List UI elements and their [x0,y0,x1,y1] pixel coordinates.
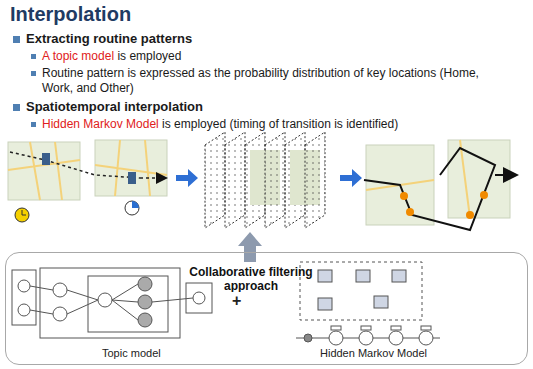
bullet-square [31,71,36,76]
bullet-line: Extracting routine patterns [26,31,192,46]
bullet-text: Routine pattern is expressed as the prob… [42,66,479,95]
diagram-caption: Hidden Markov Model [318,347,429,359]
flow-arrow [176,169,198,187]
hmm-diagram [296,262,440,345]
grid-stack [205,132,325,228]
up-arrow [238,232,262,262]
slide-title: Interpolation [10,3,131,26]
bullet-text: Hidden Markov Model [42,117,159,131]
bullet-square [31,54,36,59]
diagram-caption: + [230,292,243,310]
bullet-line: Hidden Markov Model is employed (timing … [42,117,398,131]
map [8,140,167,222]
trajectory-map [364,140,515,230]
bullet-square [31,122,36,127]
bullet-text: is employed [117,49,181,63]
bullet-line: Spatiotemporal interpolation [26,99,203,114]
flow-arrow [340,169,362,187]
bullet-text: is employed (timing of transition is ide… [162,117,398,131]
topic-model-diagram [12,268,212,338]
panel-heading: Collaborative filtering approach [176,265,326,294]
diagram-caption: Topic model [100,347,163,359]
bullet-text: Extracting routine patterns [26,31,192,46]
bullet-text: Spatiotemporal interpolation [26,99,203,114]
bullet-text: A topic model [42,49,114,63]
bullet-line: A topic model is employed [42,49,181,63]
bullet-line: Routine pattern is expressed as the prob… [42,66,512,96]
panel-box: Collaborative filtering approach [5,252,528,365]
bullet-square [13,104,20,111]
bullet-square [13,36,20,43]
